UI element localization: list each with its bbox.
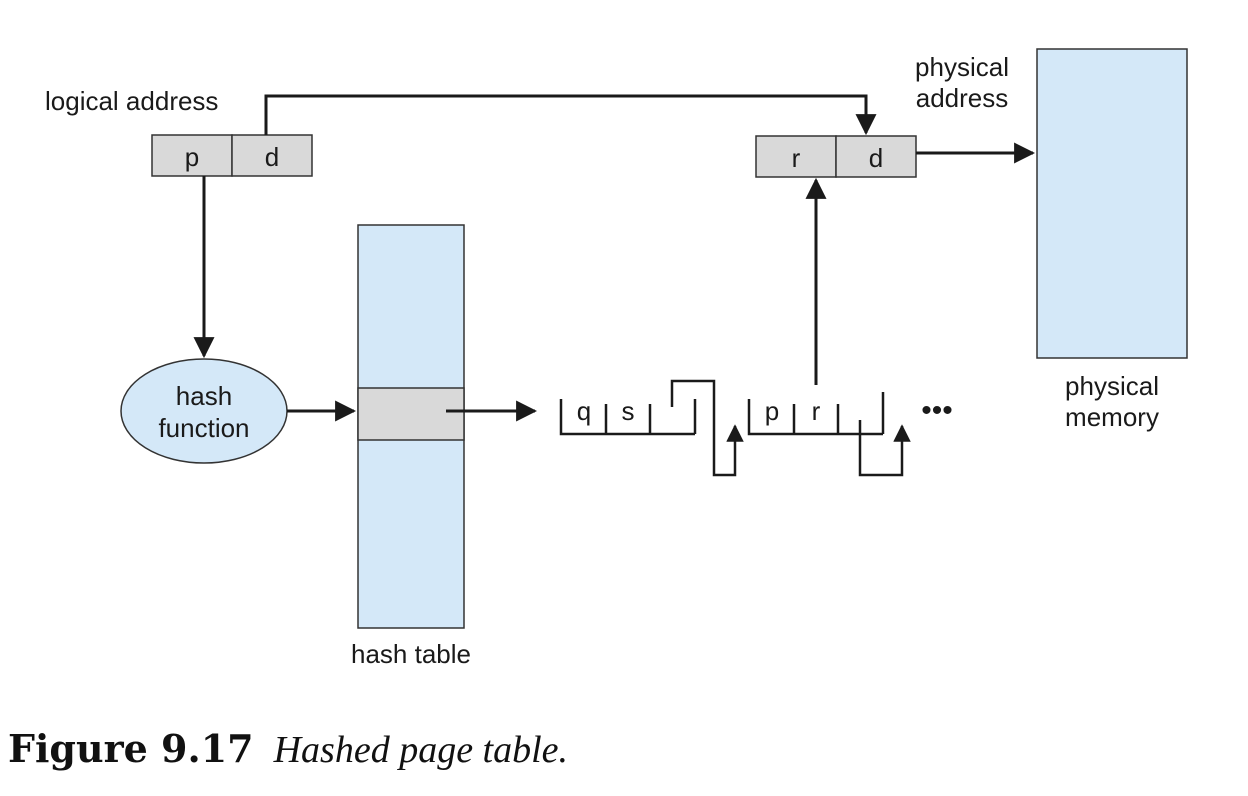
logical-d-text: d — [265, 142, 279, 172]
physical-memory-label-line2: memory — [1065, 402, 1159, 432]
offset-connector-arrow — [264, 94, 877, 136]
logical-address-register: p d — [151, 134, 313, 177]
figure-caption: Figure 9.17 Hashed page table. — [8, 726, 568, 771]
logical-address-label: logical address — [45, 86, 218, 116]
physical-d-text: d — [869, 143, 883, 173]
logical-d-cell — [231, 134, 313, 177]
hash-table-entry — [357, 387, 465, 441]
chain-pointer-2 — [858, 420, 911, 477]
chain-pointer-1 — [670, 379, 744, 477]
figure-number: Figure 9.17 — [8, 726, 254, 771]
chain-node-1: q s — [559, 396, 697, 436]
hash-function-node: hash function — [120, 358, 288, 464]
hash-table-label: hash table — [351, 639, 471, 669]
logical-p-text: p — [185, 142, 199, 172]
chain-node-2-value: r — [812, 396, 821, 426]
chain-node-2-key: p — [765, 396, 779, 426]
physical-address-label-line2: address — [916, 83, 1009, 113]
physical-memory-block — [1036, 48, 1188, 359]
physical-r-cell — [755, 135, 837, 178]
chain-node-1-value: s — [622, 396, 635, 426]
physical-r-text: r — [792, 143, 801, 173]
physical-d-cell — [835, 135, 917, 178]
logical-p-cell — [151, 134, 233, 177]
chain-node-1-key: q — [577, 396, 591, 426]
physical-memory-label-line1: physical — [1065, 371, 1159, 401]
hash-function-line2: function — [158, 413, 249, 443]
hash-function-line1: hash — [176, 381, 232, 411]
figure-title: Hashed page table. — [273, 729, 568, 771]
hash-function-ellipse — [120, 358, 288, 464]
chain-node-2: p r — [747, 392, 885, 436]
chain-ellipsis: ••• — [921, 394, 953, 427]
physical-address-label-line1: physical — [915, 52, 1009, 82]
physical-address-register: r d — [755, 135, 917, 178]
hash-table — [357, 224, 465, 629]
